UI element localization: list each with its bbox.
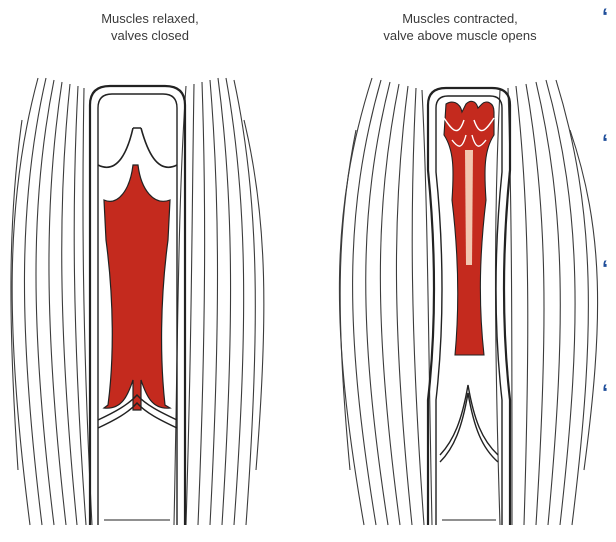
contracted-panel bbox=[339, 78, 597, 525]
lower-valve-closed-contracted bbox=[440, 385, 498, 462]
cropped-edge-mark: ‘ bbox=[602, 132, 608, 154]
left-muscle-contracted bbox=[339, 78, 432, 525]
left-muscle-relaxed bbox=[11, 78, 92, 525]
upper-valve-closed bbox=[98, 128, 177, 167]
cropped-edge-mark: ‘ bbox=[602, 6, 608, 28]
right-muscle-relaxed bbox=[174, 78, 264, 525]
blood-column-relaxed bbox=[104, 165, 170, 410]
relaxed-panel bbox=[11, 78, 264, 525]
open-valve-stream bbox=[465, 150, 473, 265]
cropped-edge-mark: ‘ bbox=[602, 258, 608, 280]
cropped-edge-mark: ‘ bbox=[602, 382, 608, 404]
